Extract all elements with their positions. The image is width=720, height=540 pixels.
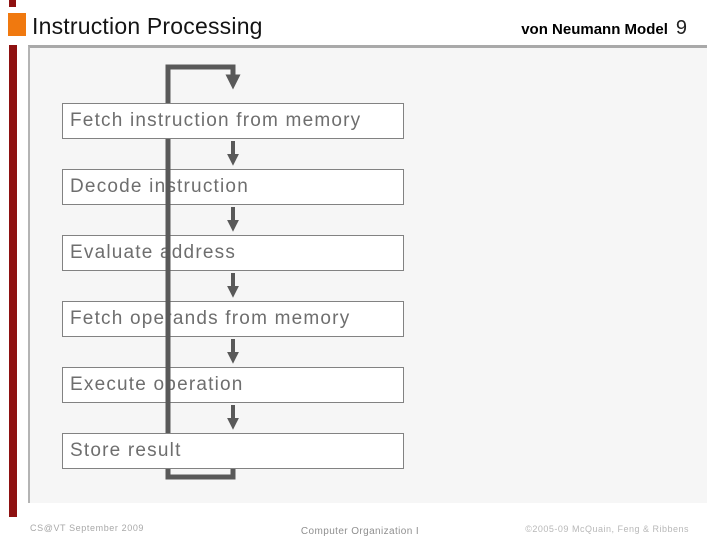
maroon-side-bar (9, 45, 17, 517)
slide-title: Instruction Processing (32, 13, 263, 39)
orange-square-icon (8, 13, 26, 36)
footer-course-title: Computer Organization I (300, 526, 420, 537)
footer-copyright: ©2005-09 McQuain, Feng & Ribbens (525, 524, 689, 534)
footer-course-date: CS@VT September 2009 (30, 523, 145, 533)
step-box-fetch-operands: Fetch operands from memory (62, 301, 404, 337)
slide-context-label: von Neumann Model (521, 21, 668, 38)
maroon-tick-accent (9, 0, 16, 7)
header-right: von Neumann Model 9 (521, 17, 687, 40)
step-box-store-result: Store result (62, 433, 404, 469)
step-box-execute-operation: Execute operation (62, 367, 404, 403)
slide-number: 9 (675, 17, 687, 39)
step-box-evaluate-address: Evaluate address (62, 235, 404, 271)
step-box-fetch-instruction: Fetch instruction from memory (62, 103, 404, 139)
step-box-decode-instruction: Decode instruction (62, 169, 404, 205)
